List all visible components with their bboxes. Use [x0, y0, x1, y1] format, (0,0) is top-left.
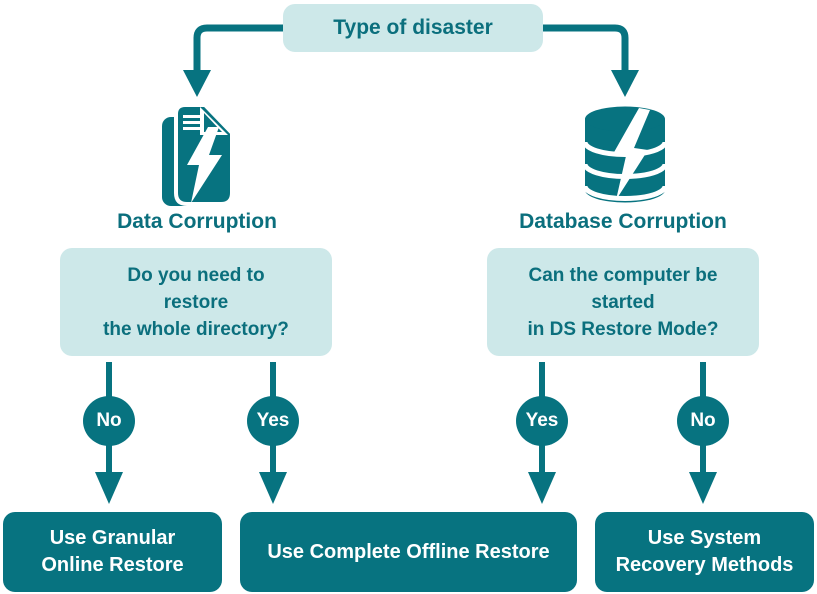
question-box-database-corruption: Can the computer be started in DS Restor…: [487, 248, 759, 356]
root-node-type-of-disaster: Type of disaster: [283, 4, 543, 52]
document-lightning-icon: [158, 103, 236, 208]
outcome-box-complete-offline-restore: Use Complete Offline Restore: [240, 512, 577, 592]
outcome-line: Use System: [647, 527, 762, 549]
answer-badge-db-yes: Yes: [516, 396, 568, 446]
root-node-label: Type of disaster: [333, 16, 493, 39]
arrowhead-data-no: [95, 472, 123, 504]
database-lightning-icon: [582, 106, 668, 203]
branch-label-data-corruption: Data Corruption: [117, 210, 277, 233]
outcome-box-system-recovery-methods: Use System Recovery Methods: [595, 512, 814, 592]
arrow-root-to-data: [193, 24, 283, 72]
question-line: Can the computer be: [528, 264, 718, 286]
question-line: in DS Restore Mode?: [527, 318, 719, 340]
question-line: Do you need to: [127, 264, 265, 286]
question-line: started: [591, 291, 655, 313]
answer-badge-data-yes: Yes: [247, 396, 299, 446]
arrowhead-to-database-icon: [611, 70, 639, 97]
arrowhead-to-data-icon: [183, 70, 211, 97]
arrow-root-to-database: [543, 24, 629, 72]
outcome-line: Recovery Methods: [615, 554, 794, 576]
question-line: the whole directory?: [103, 318, 289, 340]
branch-label-database-corruption: Database Corruption: [519, 210, 727, 233]
outcome-line: Online Restore: [41, 554, 184, 576]
outcome-line: Use Granular: [49, 527, 176, 549]
arrowhead-data-yes: [259, 472, 287, 504]
question-line: restore: [163, 291, 229, 313]
arrowhead-db-yes: [528, 472, 556, 504]
outcome-box-granular-online-restore: Use Granular Online Restore: [3, 512, 222, 592]
outcome-line: Use Complete Offline Restore: [267, 540, 550, 563]
question-box-data-corruption: Do you need to restore the whole directo…: [60, 248, 332, 356]
answer-badge-data-no: No: [83, 396, 135, 446]
arrowhead-db-no: [689, 472, 717, 504]
answer-badge-db-no: No: [677, 396, 729, 446]
